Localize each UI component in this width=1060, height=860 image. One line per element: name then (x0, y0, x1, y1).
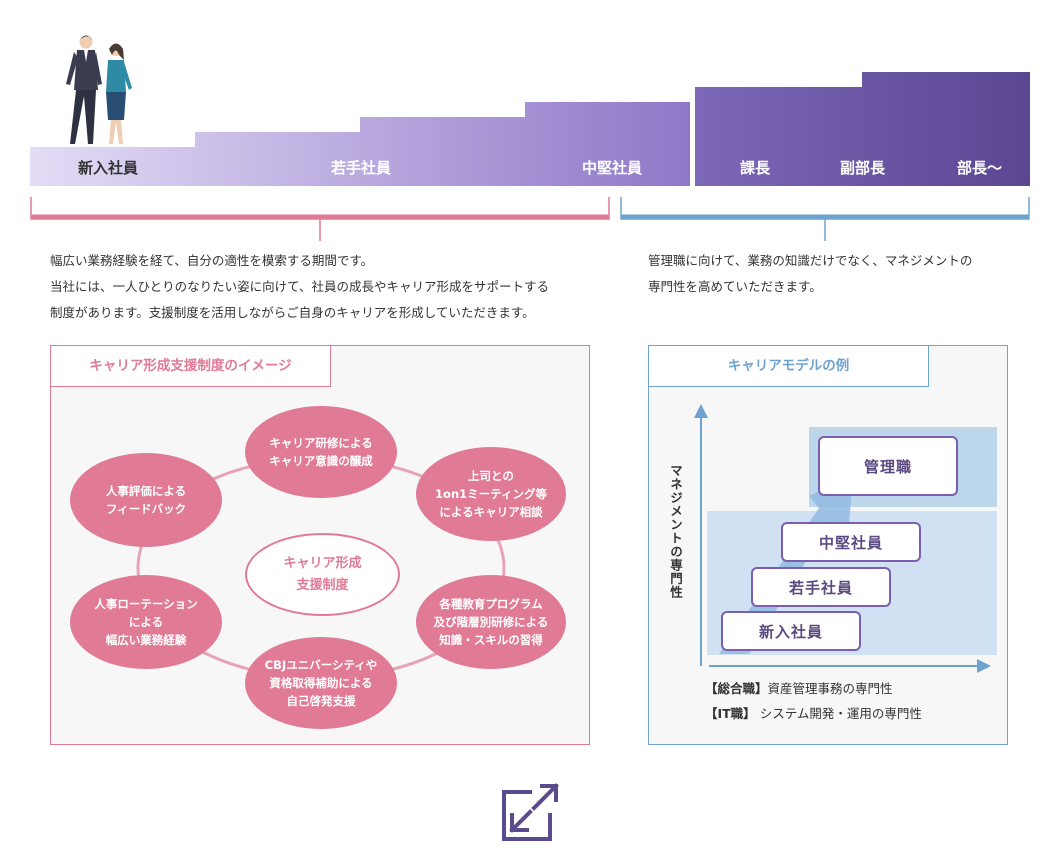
stair-left-block (30, 102, 690, 186)
career-model-panel: キャリアモデルの例 マネジメントの専門性 新入社員 若手社員 中堅社員 管理職 … (648, 345, 1008, 745)
career-model-panel-title: キャリアモデルの例 (649, 346, 929, 387)
early-career-description-line-1: 幅広い業務経験を経て、自分の適性を模索する期間です。 (50, 253, 374, 268)
expand-arrows-icon[interactable] (500, 783, 560, 843)
management-description-line-1: 管理職に向けて、業務の知識だけでなく、マネジメントの (648, 253, 973, 268)
stair-right-block (695, 72, 1030, 186)
career-support-panel-title: キャリア形成支援制度のイメージ (51, 346, 331, 387)
career-support-panel: キャリア形成支援制度のイメージ キャリア形成 支援制度 キャリア研修による キャ… (50, 345, 590, 745)
stage-label-general-manager: 部長〜 (957, 159, 1003, 177)
level-mid-level-employee: 中堅社員 (781, 522, 921, 562)
early-career-description-line-3: 制度があります。支援制度を活用しながらご自身のキャリアを形成していただきます。 (50, 305, 535, 320)
career-steps-graphic (30, 35, 1030, 186)
support-node-self-development: CBJユニバーシティや 資格取得補助による 自己啓発支援 (245, 637, 397, 729)
support-node-performance-feedback: 人事評価による フィードバック (70, 453, 222, 547)
stage-label-section-manager: 課長 (740, 159, 771, 177)
stage-label-new-employee: 新入社員 (78, 159, 139, 177)
support-center-node: キャリア形成 支援制度 (245, 533, 400, 616)
legend-it-track: 【IT職】システム開発・運用の専門性 (705, 703, 922, 722)
stage-label-deputy-general-manager: 副部長 (840, 159, 886, 177)
people-walking-illustration (66, 35, 132, 144)
support-node-1on1-meeting: 上司との 1on1ミーティング等 によるキャリア相談 (416, 447, 566, 541)
support-node-personnel-rotation: 人事ローテーション による 幅広い業務経験 (70, 575, 222, 669)
level-young-employee: 若手社員 (751, 567, 891, 607)
early-career-description-line-2: 当社には、一人ひとりのなりたい姿に向けて、社員の成長やキャリア形成をサポートする (50, 279, 550, 294)
legend-it-track-tag: 【IT職】 (705, 706, 756, 721)
legend-it-track-text: システム開発・運用の専門性 (759, 706, 922, 721)
period-brackets (30, 197, 1030, 241)
stage-label-young-employee: 若手社員 (331, 159, 392, 177)
management-description-line-2: 専門性を高めていただきます。 (648, 279, 822, 294)
legend-general-track-text: 資産管理事務の専門性 (767, 681, 893, 696)
level-new-employee: 新入社員 (721, 611, 861, 651)
legend-general-track-tag: 【総合職】 (705, 681, 768, 696)
legend-general-track: 【総合職】資産管理事務の専門性 (705, 678, 893, 697)
level-manager: 管理職 (818, 436, 958, 496)
support-node-education-programs: 各種教育プログラム 及び階層別研修による 知識・スキルの習得 (416, 575, 566, 669)
stage-label-mid-level-employee: 中堅社員 (582, 159, 643, 177)
y-axis-label: マネジメントの専門性 (668, 464, 683, 599)
support-node-career-training: キャリア研修による キャリア意識の醸成 (245, 406, 397, 498)
